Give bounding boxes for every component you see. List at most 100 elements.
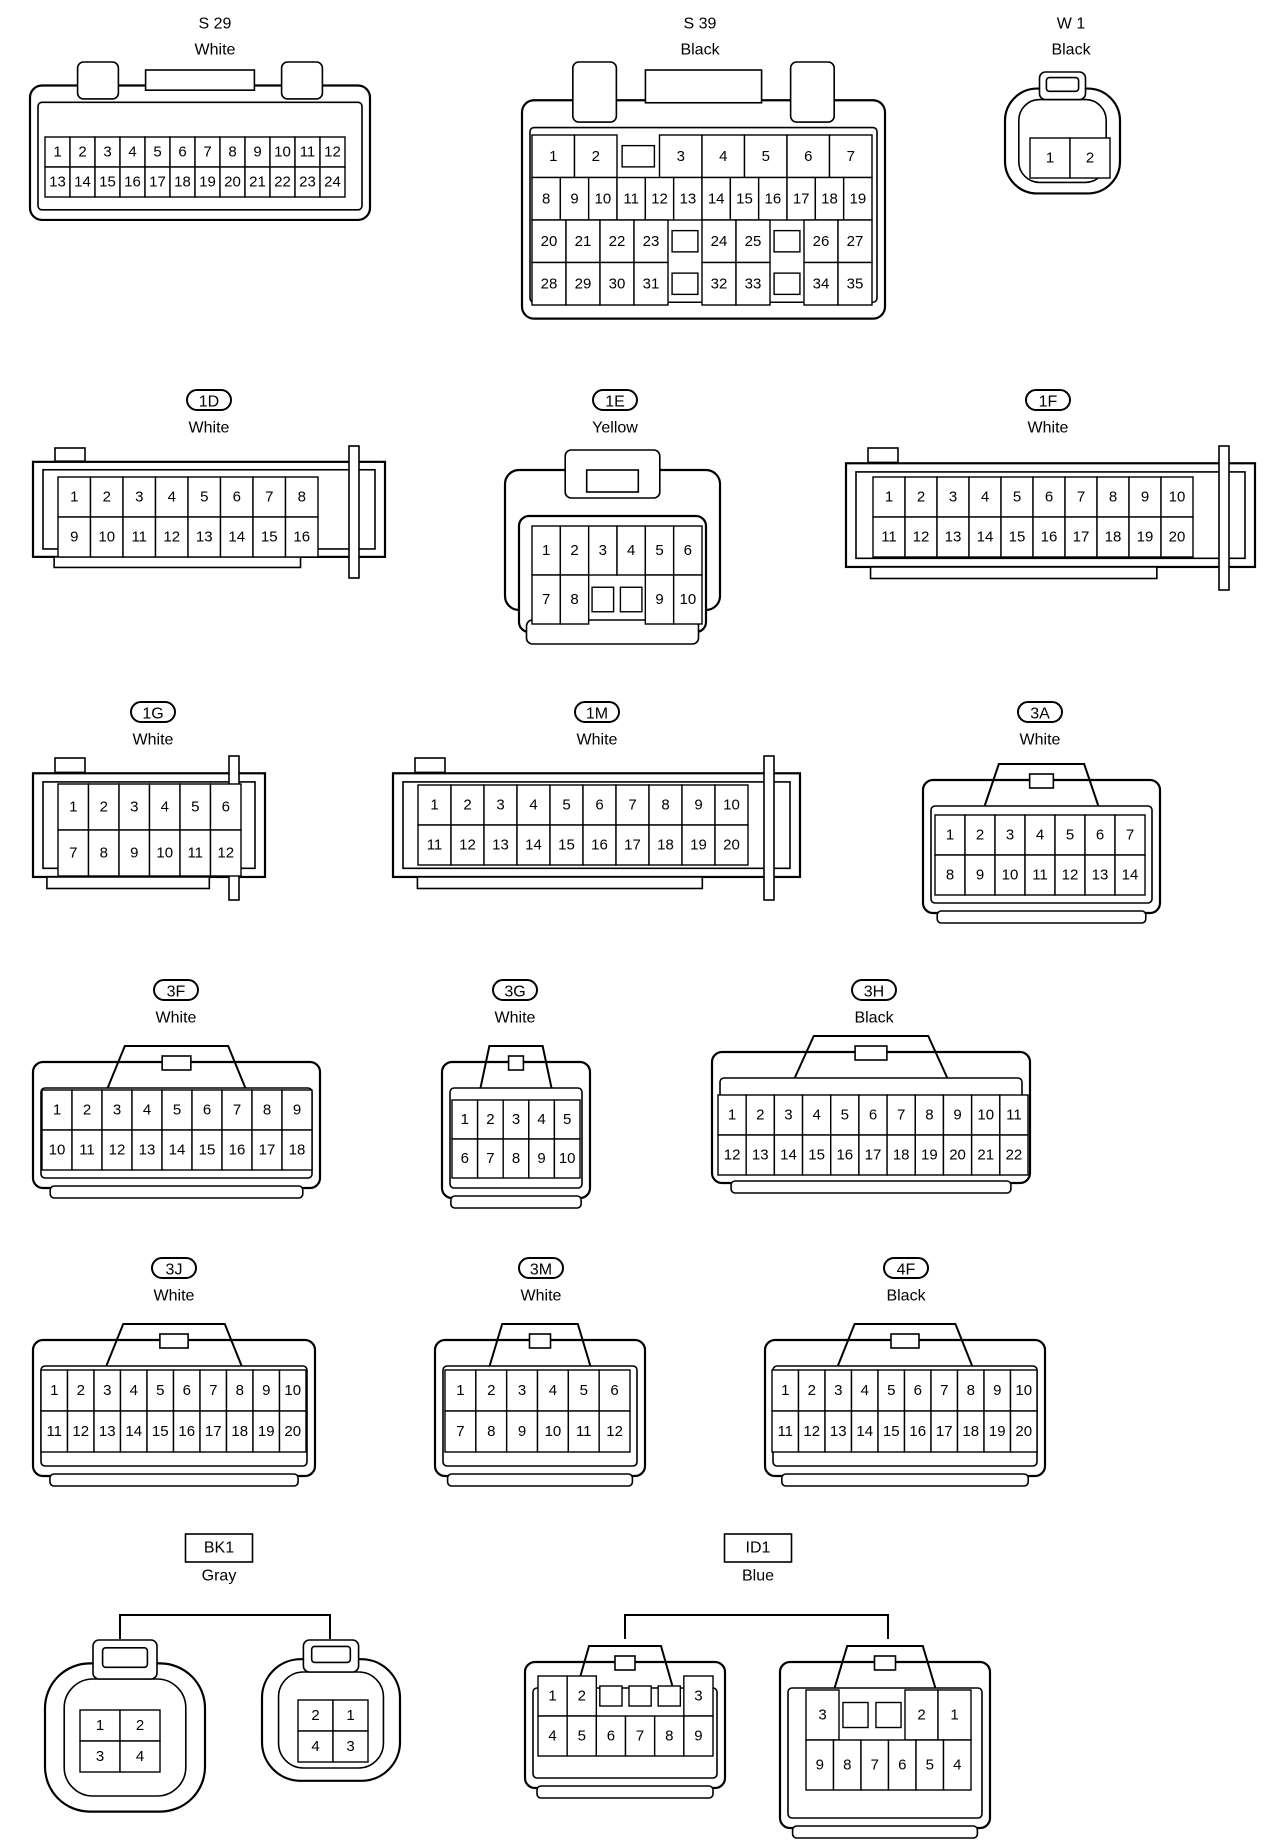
pin-number: 3 [518, 1382, 526, 1399]
pin-cell [850, 1369, 879, 1412]
pair-bracket [624, 1614, 889, 1639]
connector-code-box [184, 1533, 254, 1563]
pin-cell [251, 1129, 283, 1171]
pin-number: 4 [311, 1738, 319, 1755]
pin-number: 11 [46, 1423, 62, 1440]
pin-number: 20 [949, 1147, 966, 1164]
pin-cell [89, 516, 124, 558]
pin-number: 6 [869, 1107, 877, 1124]
pin-number: 16 [909, 1423, 926, 1440]
pin-number: 20 [284, 1423, 301, 1440]
pin-cell [786, 176, 817, 221]
pin-cell [1032, 476, 1066, 518]
pin-cell [87, 783, 120, 831]
pin-cell [161, 1089, 193, 1131]
pin-cell [599, 219, 635, 264]
connector-color: White [189, 420, 230, 437]
pin-number: 4 [812, 1107, 820, 1124]
pin-cell [161, 1129, 193, 1171]
pin-number: 11 [427, 837, 443, 854]
pin-number: 9 [993, 1382, 1001, 1399]
pin-number: 5 [562, 797, 570, 814]
pin-number: 10 [723, 797, 740, 814]
pin-cell [595, 1715, 627, 1757]
pin-cell [219, 516, 254, 558]
connector-code: BK1 [204, 1540, 234, 1557]
pin-number: 2 [1086, 150, 1094, 167]
pin-number: 1 [549, 148, 557, 165]
pin-number: 3 [818, 1707, 826, 1724]
pin-number: 4 [130, 1382, 138, 1399]
pin-cell [559, 525, 590, 576]
pin-number: 17 [793, 190, 810, 207]
pin-number: 24 [324, 174, 341, 191]
pin-number: 7 [897, 1107, 905, 1124]
connector-code: 1G [142, 706, 163, 723]
pin-number: 29 [575, 275, 592, 292]
pin-number: 20 [224, 174, 241, 191]
connector-color: Black [1051, 42, 1091, 59]
pin-number: 12 [72, 1423, 89, 1440]
pin-number: 6 [1045, 489, 1053, 506]
pin-number: 14 [856, 1423, 873, 1440]
pin-number: 23 [643, 233, 660, 250]
pin-number: 18 [962, 1423, 979, 1440]
pin-blank [875, 1701, 902, 1729]
connector-code-badge [130, 701, 176, 723]
pin-number: 7 [628, 797, 636, 814]
pin-number: 22 [274, 174, 291, 191]
pin-cell [179, 829, 212, 877]
pin-number: 11 [79, 1142, 95, 1159]
pin-cell [964, 814, 996, 856]
pin-number: 11 [777, 1423, 793, 1440]
pin-cell [837, 261, 873, 306]
pin-number: 1 [70, 489, 78, 506]
pin-cell [598, 1410, 631, 1453]
pin-cell [773, 1134, 804, 1176]
connector-code: 1M [586, 706, 608, 723]
pin-cell [1009, 1410, 1038, 1453]
pin-number: 13 [1092, 867, 1109, 884]
connector-code: 3F [167, 984, 186, 1001]
pin-cell [915, 1739, 945, 1791]
pin-number: 6 [203, 1102, 211, 1119]
pin-number: 7 [486, 1150, 494, 1167]
pin-cell [904, 516, 938, 558]
pin-number: 22 [1006, 1147, 1023, 1164]
pin-cell [71, 1089, 103, 1131]
connector-code: ID1 [746, 1540, 771, 1557]
pin-number: 3 [677, 148, 685, 165]
connector-color: Blue [742, 1568, 774, 1585]
pin-number: 19 [199, 174, 216, 191]
pin-cell [417, 824, 452, 866]
pin-number: 4 [953, 1757, 961, 1774]
pin-cell [786, 134, 831, 179]
pin-number: 31 [643, 275, 660, 292]
pin-number: 5 [578, 1728, 586, 1745]
connector-code: 3G [504, 984, 525, 1001]
connector-color: White [521, 1288, 562, 1305]
pin-number: 2 [136, 1717, 144, 1734]
pin-cell [824, 1410, 853, 1453]
pin-number: 16 [293, 529, 310, 546]
pin-number: 3 [512, 1111, 520, 1128]
pin-cell [681, 824, 716, 866]
pin-number: 15 [558, 837, 575, 854]
pin-number: 4 [537, 1111, 545, 1128]
pin-cell [830, 1094, 860, 1136]
pin-number: 19 [258, 1423, 275, 1440]
pin-number: 4 [861, 1382, 869, 1399]
pin-cell [903, 1410, 932, 1453]
pin-number: 13 [679, 190, 696, 207]
pin-cell [118, 829, 151, 877]
pin-number: 6 [183, 1382, 191, 1399]
pin-cell [69, 166, 96, 198]
pin-number: 7 [542, 591, 550, 608]
pin-number: 15 [261, 529, 278, 546]
